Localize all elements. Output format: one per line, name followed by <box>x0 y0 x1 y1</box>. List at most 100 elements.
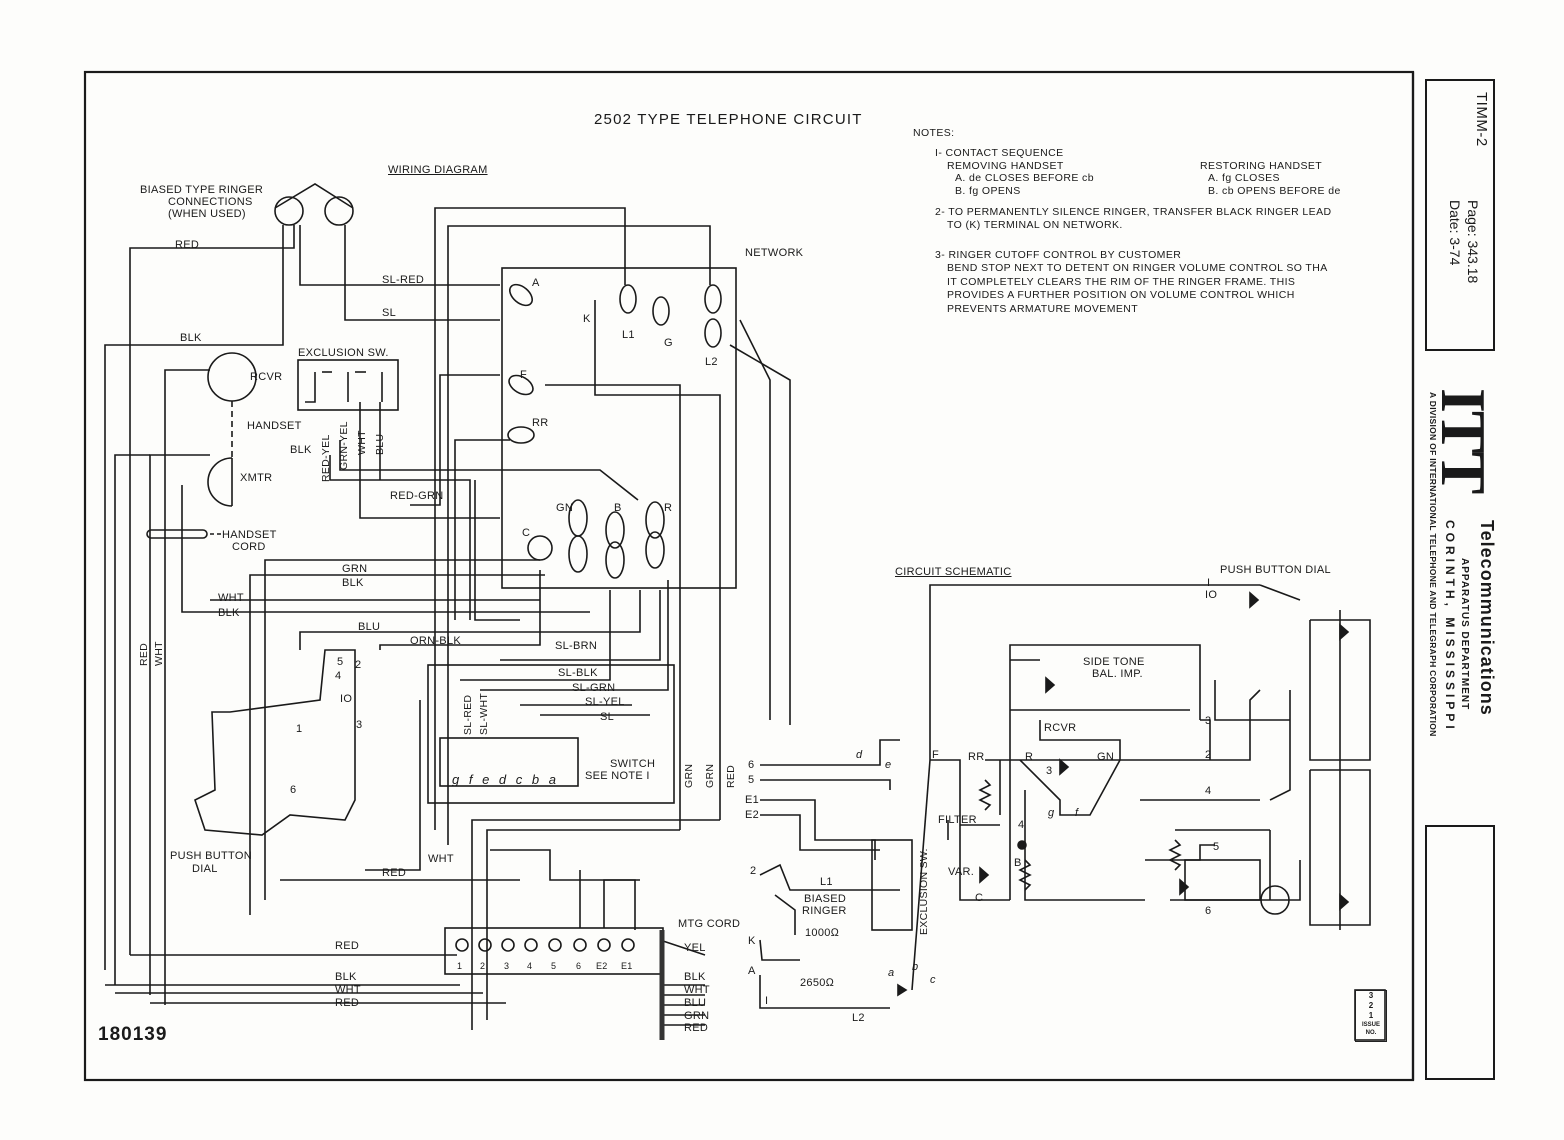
switch-note-label: SEE NOTE I <box>585 770 650 782</box>
wire-label-red-grn: RED-GRN <box>390 490 444 502</box>
note-3e: PREVENTS ARMATURE MOVEMENT <box>947 303 1139 315</box>
ringer-coil-right <box>324 196 354 226</box>
schem-f: F <box>932 749 940 761</box>
wire-label-red-b: RED <box>684 1022 709 1034</box>
note-1-restoring-b: B. cb OPENS BEFORE de <box>1208 185 1341 197</box>
terminal-g: G <box>664 337 673 349</box>
handset-cord-plug <box>146 529 208 539</box>
wire-label-v-sl-red: SL-RED <box>462 694 474 735</box>
schem-6: 6 <box>1205 905 1212 917</box>
schematic-exclusion-switch-label: EXCLUSION SW. <box>918 848 930 935</box>
circuit-schematic-heading: CIRCUIT SCHEMATIC <box>895 566 1012 578</box>
wire-label-red-c: RED <box>335 997 360 1009</box>
schem-contact-e: e <box>885 759 892 771</box>
schem-term-k: K <box>748 935 756 947</box>
wire-label-blu-b: BLU <box>684 997 707 1009</box>
schem-4-right: 4 <box>1205 785 1212 797</box>
schem-term-5: 5 <box>748 774 755 786</box>
wire-label-wht: WHT <box>218 592 244 604</box>
schem-term-e2: E2 <box>745 809 760 821</box>
terminal-rr: RR <box>532 417 549 429</box>
schematic-exclusion-switch <box>871 839 913 931</box>
handset-label: HANDSET <box>247 420 302 432</box>
note-2b: TO (K) TERMINAL ON NETWORK. <box>947 219 1123 231</box>
wire-label-v-wht: WHT <box>356 430 368 455</box>
wire-label-sl-blk: SL-BLK <box>558 667 598 679</box>
schem-5: 5 <box>1213 841 1220 853</box>
push-button-dial-outline <box>194 649 356 836</box>
network-label: NETWORK <box>745 247 804 259</box>
dial-terminal-4: 4 <box>335 670 342 682</box>
wire-label-wht-low: WHT <box>428 853 454 865</box>
schem-2: 2 <box>1205 749 1212 761</box>
telecom-heading: Telecommunications <box>1477 520 1497 716</box>
page-title: 2502 TYPE TELEPHONE CIRCUIT <box>594 111 863 128</box>
wire-label-sl-grn: SL-GRN <box>572 682 616 694</box>
handset-cord-label-1: HANDSET <box>222 529 277 541</box>
network-block <box>501 267 737 589</box>
wire-label-yel: YEL <box>684 942 706 954</box>
var-label: VAR. <box>948 866 975 878</box>
city-label: CORINTH, MISSISSIPPI <box>1443 520 1457 733</box>
side-tone-label-1: SIDE TONE <box>1083 656 1145 668</box>
wire-label-v-sl-wht: SL-WHT <box>478 692 490 735</box>
wire-label-blk-b: BLK <box>684 971 706 983</box>
wire-label-sl: SL <box>382 307 397 319</box>
dial-terminal-5: 5 <box>337 656 344 668</box>
wire-label-v-red: RED <box>138 642 150 666</box>
wire-label-orn-blk: ORN-BLK <box>410 635 461 647</box>
biased-ringer-label-3: (WHEN USED) <box>168 208 246 220</box>
wire-label-v-red-2: RED <box>725 764 737 788</box>
schem-contact-d: d <box>856 749 863 761</box>
schem-rr: RR <box>968 751 985 763</box>
note-3c: IT COMPLETELY CLEARS THE RIM OF THE RING… <box>947 276 1296 288</box>
wire-label-v-blk: BLK <box>290 444 312 456</box>
notes-heading: NOTES: <box>913 127 955 139</box>
schem-contact-a: a <box>888 967 895 979</box>
note-3d: PROVIDES A FURTHER POSITION ON VOLUME CO… <box>947 289 1295 301</box>
wire-label-blk-2: BLK <box>342 577 364 589</box>
wire-label-wht-c: WHT <box>335 984 361 996</box>
schem-f-lower: f <box>1075 807 1079 819</box>
receiver-element <box>207 352 257 402</box>
schem-3-right: 3 <box>1205 715 1212 727</box>
outer-border <box>83 70 1415 1082</box>
terminal-gn: GN <box>556 502 574 514</box>
strip-3: 3 <box>504 961 510 971</box>
wire-label-v-red-yel: RED-YEL <box>320 434 332 482</box>
schem-gn: GN <box>1097 751 1115 763</box>
side-tone-label-2: BAL. IMP. <box>1092 668 1143 680</box>
schem-10: IO <box>1205 589 1218 601</box>
terminal-f: F <box>520 369 528 381</box>
biased-ringer-label-1: BIASED TYPE RINGER <box>140 184 264 196</box>
dial-terminal-1: 1 <box>296 723 303 735</box>
schem-term-i: I <box>765 995 769 1007</box>
schem-r: R <box>1025 751 1034 763</box>
wire-label-wht-b: WHT <box>684 984 710 996</box>
hookswitch-box <box>439 737 579 787</box>
push-button-dial-label-1: PUSH BUTTON <box>170 850 252 862</box>
schematic-biased-ringer-2: RINGER <box>802 905 847 917</box>
schem-4: 4 <box>1018 819 1025 831</box>
note-1-restoring: RESTORING HANDSET <box>1200 160 1323 172</box>
wire-label-v-grn-1: GRN <box>683 763 695 788</box>
document-code: TIMM-2 <box>1473 92 1490 147</box>
title-block-box <box>1425 79 1495 351</box>
wire-label-blu: BLU <box>358 621 381 633</box>
schem-c: C <box>975 892 984 904</box>
issue-no-label: ISSUE NO. <box>1361 1022 1380 1036</box>
handset-cord-label-2: CORD <box>232 541 266 553</box>
wire-label-red-low: RED <box>382 867 407 879</box>
ohm-2650-label: 2650Ω <box>800 977 835 989</box>
note-2a: 2- TO PERMANENTLY SILENCE RINGER, TRANSF… <box>935 206 1332 218</box>
terminal-a: A <box>532 277 540 289</box>
terminal-l1: L1 <box>622 329 635 341</box>
schem-term-2: 2 <box>750 865 757 877</box>
strip-4: 4 <box>527 961 533 971</box>
strip-1: 1 <box>457 961 463 971</box>
note-1-removing-b: B. fg OPENS <box>955 185 1021 197</box>
wire-label-grn: GRN <box>342 563 368 575</box>
wire-label-sl-brn: SL-BRN <box>555 640 598 652</box>
wire-label-blk: BLK <box>180 332 202 344</box>
